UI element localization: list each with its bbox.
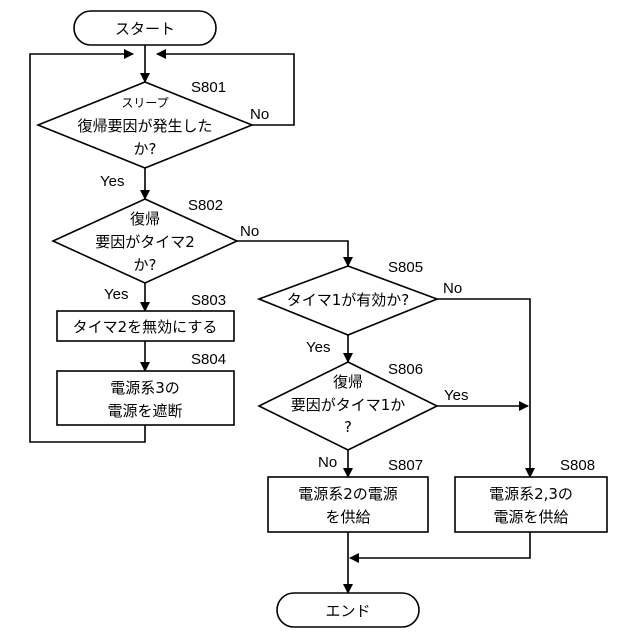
start-label: スタート (115, 20, 175, 38)
branch-s801-no: No (250, 106, 269, 123)
decision-s805-text: タイマ1が有効か? (287, 291, 410, 309)
end-label: エンド (325, 602, 370, 620)
step-label-s803: S803 (191, 292, 226, 309)
decision-s802-line1: 復帰 (130, 210, 160, 228)
branch-s802-yes: Yes (104, 286, 128, 303)
step-label-s806: S806 (388, 361, 423, 378)
process-s807-line2: を供給 (325, 508, 370, 526)
process-s803-text: タイマ2を無効にする (73, 318, 218, 336)
step-label-s808: S808 (560, 457, 595, 474)
branch-s801-yes: Yes (100, 173, 124, 190)
process-s804-line1: 電源系3の (110, 379, 180, 397)
decision-s802-line2: 要因がタイマ2 (95, 233, 195, 251)
decision-s801-line2: 復帰要因が発生した (77, 117, 212, 135)
connector-s802-no (237, 241, 348, 266)
process-s808-line1: 電源系2,3の (489, 485, 573, 503)
process-s807-line1: 電源系2の電源 (298, 485, 398, 503)
branch-s806-yes: Yes (444, 387, 468, 404)
decision-s806-line2: 要因がタイマ1か (291, 396, 406, 414)
decision-s801-line3: か? (134, 140, 157, 158)
connector-s808-merge (350, 532, 530, 558)
step-label-s807: S807 (388, 457, 423, 474)
step-label-s805: S805 (388, 259, 423, 276)
step-label-s804: S804 (191, 351, 226, 368)
branch-s805-no: No (443, 280, 462, 297)
step-label-s802: S802 (188, 197, 223, 214)
branch-s805-yes: Yes (306, 339, 330, 356)
decision-s801-line1: スリープ (121, 96, 168, 110)
decision-s806-line3: ? (344, 418, 352, 436)
decision-s802-line3: か? (134, 256, 157, 274)
process-s808-line2: 電源を供給 (493, 508, 568, 526)
decision-s806-line1: 復帰 (333, 373, 363, 391)
step-label-s801: S801 (191, 79, 226, 96)
branch-s806-no: No (318, 454, 337, 471)
process-s804-line2: 電源を遮断 (107, 402, 182, 420)
branch-s802-no: No (240, 223, 259, 240)
